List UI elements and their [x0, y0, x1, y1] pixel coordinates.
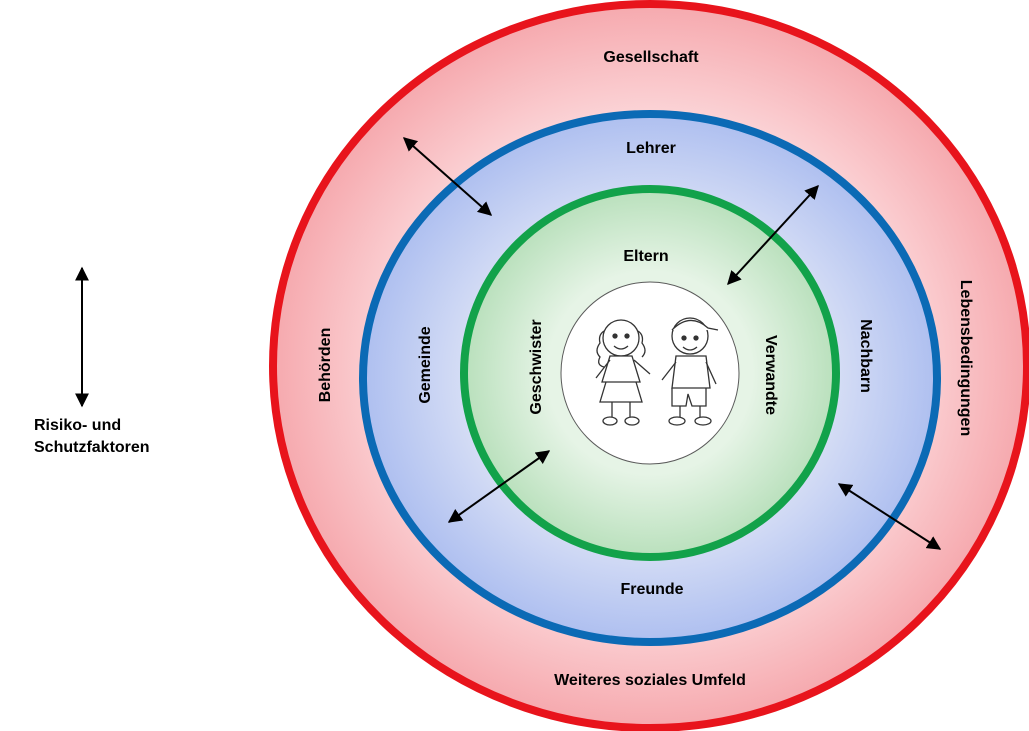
arrow-top-right: [727, 184, 819, 286]
legend-label-line2: Schutzfaktoren: [34, 439, 150, 456]
label-verwandte: Verwandte: [762, 335, 779, 415]
legend-label-line1: Risiko- und: [34, 417, 121, 434]
label-eltern: Eltern: [623, 248, 668, 265]
arrow-top-left: [402, 137, 493, 216]
label-geschwister: Geschwister: [528, 319, 545, 414]
label-gemeinde: Gemeinde: [417, 326, 434, 403]
label-lebensbedingungen: Lebensbedingungen: [957, 280, 974, 436]
arrow-bottom-right: [837, 483, 942, 550]
label-nachbarn: Nachbarn: [857, 319, 874, 393]
label-lehrer: Lehrer: [626, 140, 676, 157]
center-circle: [560, 281, 740, 465]
arrow-bottom-left: [447, 450, 551, 523]
label-behoerden: Behörden: [317, 328, 334, 403]
children-icon: [595, 317, 719, 426]
label-freunde: Freunde: [620, 581, 683, 598]
label-gesellschaft: Gesellschaft: [603, 49, 699, 66]
label-weiteres-soziales-umfeld: Weiteres soziales Umfeld: [554, 672, 746, 689]
